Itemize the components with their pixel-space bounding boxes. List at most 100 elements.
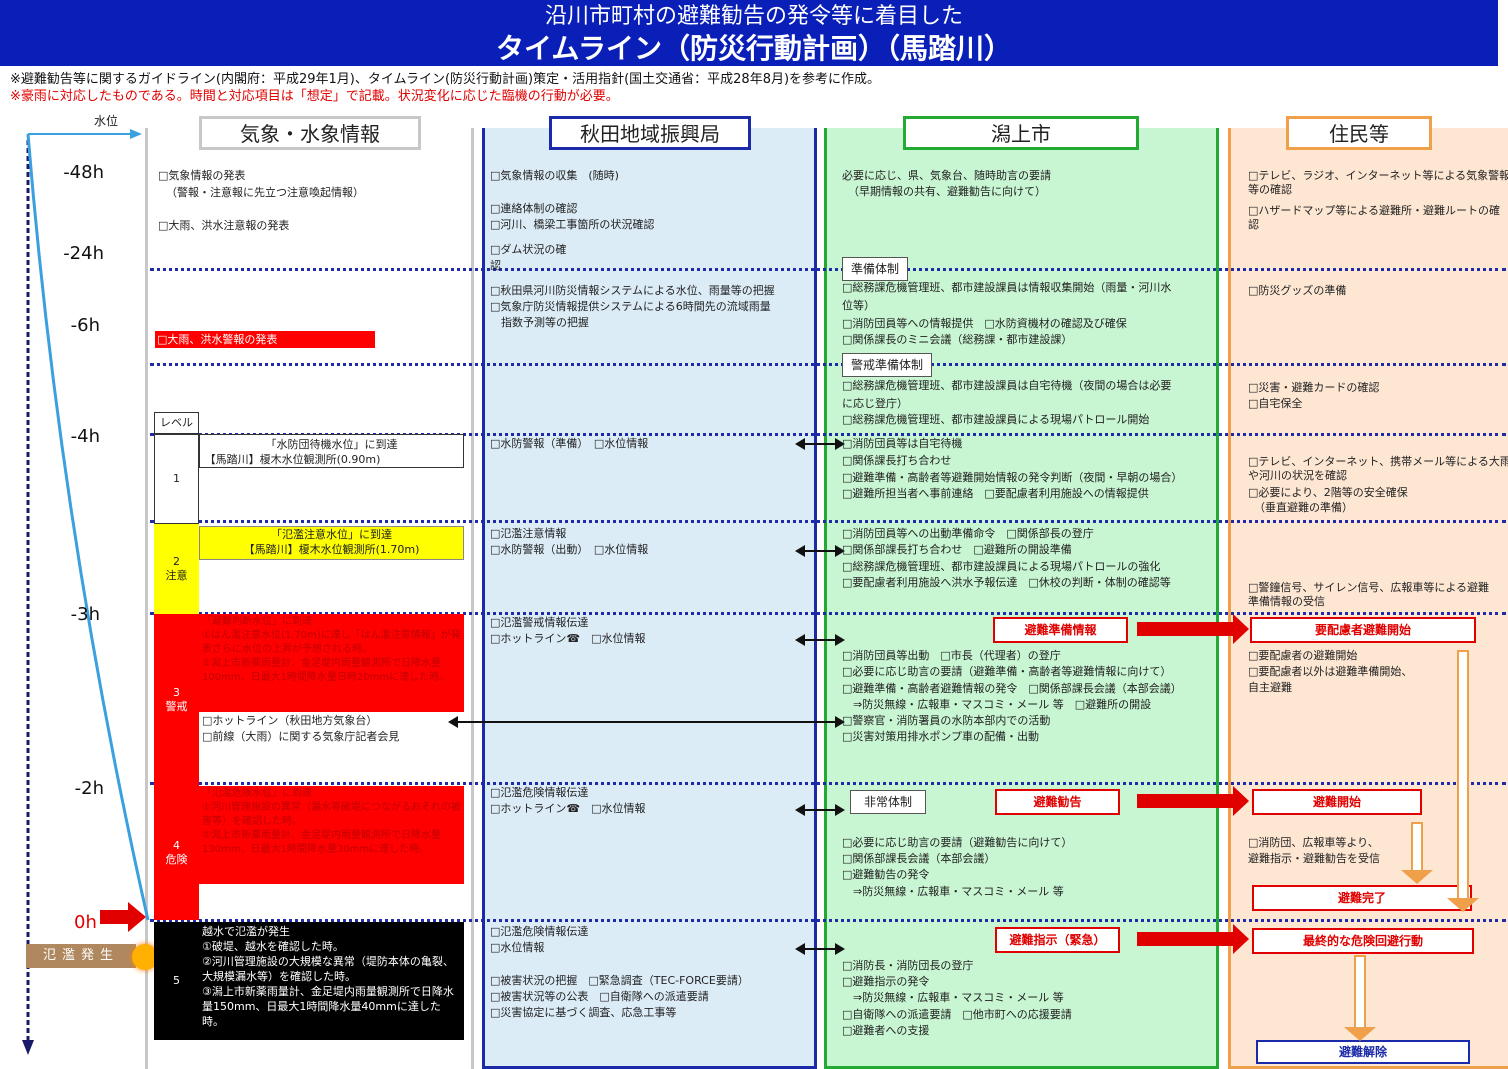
evac-lifted-box: 避難解除 [1256,1040,1470,1064]
akita-item: □ダム状況の確 [490,243,567,256]
double-arrow-icon [448,716,845,728]
katagami-item: □消防団員等は自宅待機 [842,437,963,450]
residents-item: 避難指示・避難勧告を受信 [1248,852,1380,865]
weather-item: □気象情報の発表 [158,169,246,182]
katagami-item: □消防長・消防団長の登庁 [842,959,974,972]
heavy-rain-warning: □大雨、洪水警報の発表 [155,331,375,348]
katagami-item: □関係課長打ち合わせ [842,454,952,467]
double-arrow-icon [795,545,845,557]
evac-order-box: 避難指示（緊急） [995,927,1120,953]
katagami-item: □要配慮者利用施設へ洪水予報伝達 □休校の判断・体制の確認等 [842,576,1171,589]
residents-item: □テレビ、インターネット、携帯メール等による大雨 [1248,455,1508,468]
time-48h: -48h [63,162,104,183]
akita-item: □気象情報の収集 (随時) [490,169,619,182]
residents-item: 認 [1248,218,1259,231]
akita-item: □ホットライン☎ □水位情報 [490,632,646,645]
readiness-tag: 準備体制 [842,257,909,281]
akita-item: □気象庁防災情報提供システムによる6時間先の流域雨量 [490,300,771,313]
katagami-item: □消防団員等出動 □市長（代理者）の登庁 [842,649,1061,662]
evac-advisory-box: 避難勧告 [995,789,1120,815]
vulnerable-evac-start-box: 要配慮者避難開始 [1250,617,1476,643]
level-1: 1 [154,434,199,524]
katagami-item: □関係部課長会議（本部会議） [842,852,996,865]
katagami-item: □総務課危機管理班、都市建設課員による現場パトロールの強化 [842,560,1161,573]
residents-item: □要配慮者以外は避難準備開始、 [1248,665,1413,678]
alert-prep-tag: 警戒準備体制 [842,353,933,377]
akita-item: □氾濫警戒情報伝達 [490,616,589,629]
katagami-item: 位等） [842,299,875,312]
katagami-item: □総務課危機管理班、都市建設課員は情報収集開始（雨量・河川水 [842,281,1172,294]
residents-item: 準備情報の受信 [1248,595,1325,608]
akita-item: 指数予測等の把握 [490,316,589,329]
title-banner: 沿川市町村の避難勧告の発令等に着目した タイムライン（防災行動計画）（馬踏川） [0,0,1498,66]
press-item: □前線（大雨）に関する気象庁記者会見 [202,730,400,743]
level-3: 3 警戒 [154,614,199,786]
akita-item: □ホットライン☎ □水位情報 [490,802,646,815]
level-4-criteria: 「氾濫危険水位」に到達 ①河川管理施設の異常（漏水等破堤につながるおそれの被害等… [202,788,461,855]
akita-item: □氾濫注意情報 [490,527,567,540]
akita-item: □被害状況等の公表 □自衛隊への派遣要請 [490,990,709,1003]
katagami-item: □関係課長のミニ会議（総務課・都市建設課） [842,333,1073,346]
residents-item: □自宅保全 [1248,397,1303,410]
katagami-item: ⇒防災無線・広報車・マスコミ・メール 等 [842,885,1064,898]
katagami-item: □警察官・消防署員の水防本部内での活動 [842,714,1051,727]
akita-item: □水位情報 [490,941,545,954]
katagami-item: ⇒防災無線・広報車・マスコミ・メール 等 [842,991,1064,1004]
residents-item: □テレビ、ラジオ、インターネット等による気象警報 [1248,169,1508,182]
double-arrow-icon [795,804,845,816]
evac-prep-info-box: 避難準備情報 [993,617,1128,643]
time-2h: -2h [74,778,104,799]
katagami-item: □避難者への支援 [842,1024,930,1037]
katagami-item: □自衛隊への派遣要請 □他市町への応援要請 [842,1008,1072,1021]
akita-item: □河川、橋梁工事箇所の状況確認 [490,218,655,231]
time-3h: -3h [70,604,100,625]
note-warning: ※豪雨に対応したものである。時間と対応項目は「想定」で記載。状況変化に応じた臨機… [10,89,619,104]
katagami-column [824,128,1219,1069]
time-6h: -6h [70,315,100,336]
residents-item: □警鐘信号、サイレン信号、広報車等による避難 [1248,581,1490,594]
katagami-item: □避難準備・高齢者避難情報の発令 □関係部課長会議（本部会議） [842,682,1182,695]
akita-item: □水防警報（準備） □水位情報 [490,437,649,450]
water-level-axis [22,129,150,1055]
katagami-item: 必要に応じ、県、気象台、随時助言の要請 [842,169,1051,182]
time-0h: 0h [74,912,97,933]
double-arrow-icon [795,943,845,955]
evac-start-box: 避難開始 [1252,789,1422,815]
katagami-item: □避難指示の発令 [842,975,930,988]
level-header: レベル [154,412,199,434]
katagami-item: に応じ登庁） [842,397,908,410]
akita-header: 秋田地域振興局 [549,116,751,150]
level-3-criteria: 「避難判断水位」に到達 ①はん濫注意水位(1.70m)に達し「はん濫注意情報」が… [202,616,461,683]
orange-down-arrow-icon [1344,955,1376,1041]
akita-item: □秋田県河川防災情報システムによる水位、雨量等の把握 [490,284,775,297]
title-line1: 沿川市町村の避難勧告の発令等に着目した [544,4,963,29]
level-1-title: 「水防団待機水位」に到達 [265,438,398,451]
katagami-item: □災害対策用排水ポンプ車の配備・出動 [842,730,1040,743]
katagami-item: □消防団員等への出動準備命令 □関係部長の登庁 [842,527,1094,540]
residents-item: □防災グッズの準備 [1248,284,1347,297]
katagami-item: ⇒防災無線・広報車・マスコミ・メール 等 □避難所の開設 [842,698,1152,711]
orange-down-arrow-icon [1447,650,1479,912]
weather-column [145,128,474,1069]
akita-item: □連絡体制の確認 [490,202,578,215]
katagami-item: □関係部課長打ち合わせ □避難所の開設準備 [842,543,1072,556]
red-arrow-icon [1137,614,1249,644]
katagami-item: □必要に応じ助言の要請（避難準備・高齢者等避難情報に向けて） [842,665,1172,678]
orange-down-arrow-icon [1401,822,1433,884]
zero-arrow-icon [100,910,130,924]
akita-column [482,128,817,1069]
akita-item: □被害状況の把握 □緊急調査（TEC-FORCE要請） [490,974,749,987]
red-arrow-icon [1137,786,1249,816]
katagami-item: □避難準備・高齢者等避難開始情報の発令判断（夜間・早朝の場合） [842,471,1183,484]
level-2-station: 【馬踏川】榎木水位観測所(1.70m) [243,543,420,556]
residents-column [1228,128,1508,1069]
title-line2: タイムライン（防災行動計画）（馬踏川） [495,32,1013,65]
katagami-item: □総務課危機管理班、都市建設課員による現場パトロール開始 [842,413,1150,426]
flood-event-label: 氾濫発生 [26,944,136,968]
double-arrow-icon [795,438,845,450]
akita-item: □災害協定に基づく調査、応急工事等 [490,1006,677,1019]
katagami-header: 潟上市 [903,116,1139,150]
residents-item: （垂直避難の準備） [1254,501,1353,514]
emergency-tag: 非常体制 [850,790,926,814]
residents-item: □災害・避難カードの確認 [1248,381,1380,394]
